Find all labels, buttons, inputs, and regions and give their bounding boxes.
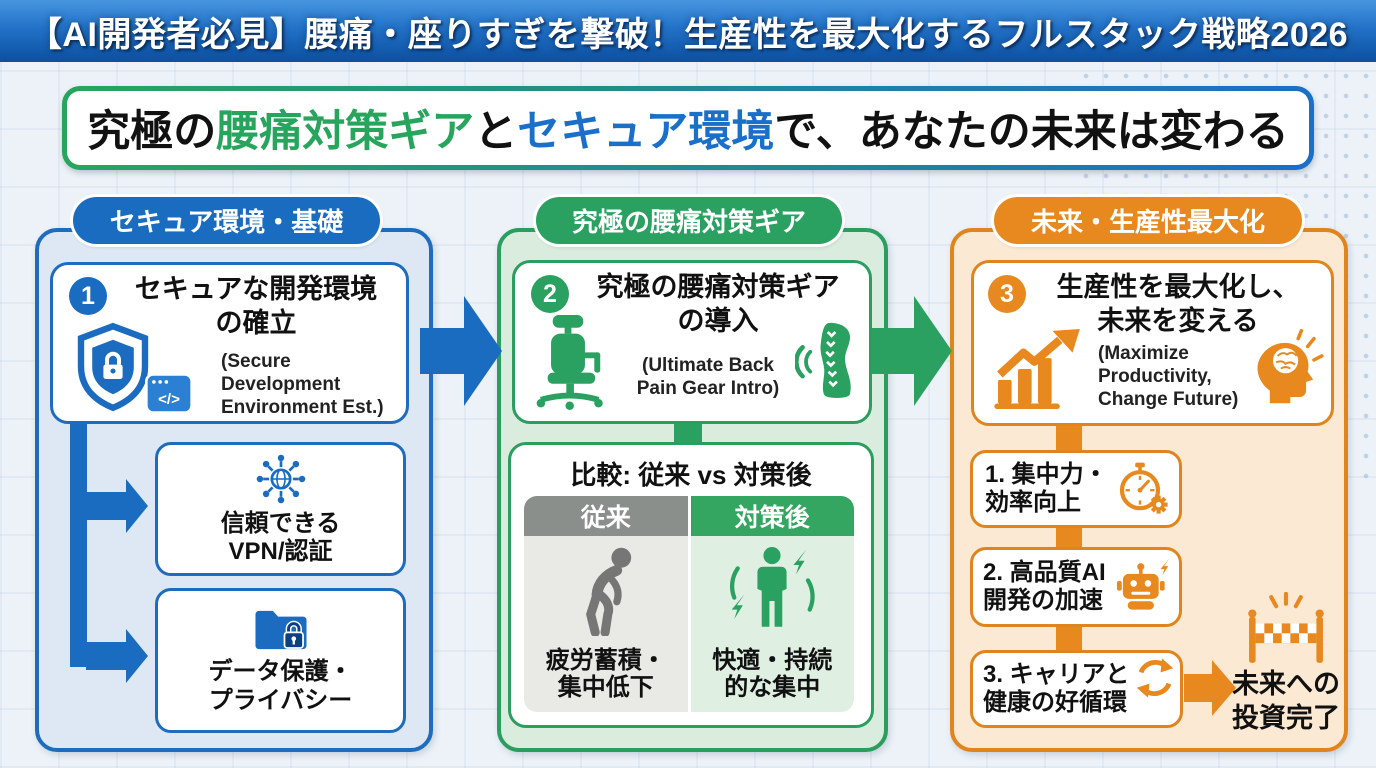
step1-subtitle: (Secure Development Environment Est.) [221, 351, 384, 418]
headline-seg1: 究極の [87, 108, 217, 156]
arrow-to-goal-head [1212, 660, 1236, 716]
shield-lock-icon [77, 322, 149, 412]
person-energized-icon [730, 547, 815, 627]
step3-card: 3 生産性を最大化し、 未来を変える (Maximize Productivit… [971, 260, 1334, 426]
comparison-before-header: 従来 [524, 496, 688, 536]
goal-label: 未来への 投資完了 [1232, 669, 1340, 733]
code-window-icon: </> [145, 373, 193, 414]
future-item2-card: 2. 高品質AI 開発の加速 [970, 547, 1182, 627]
comparison-after-cell: 快適・持続 的な集中 [690, 536, 854, 712]
future-item3-label: 3. キャリアと 健康の好循環 [983, 660, 1130, 716]
banner-title: 【AI開発者必見】腰痛・座りすぎを撃破！生産性を最大化するフルスタック戦略202… [27, 15, 1349, 54]
step1-number-badge: 1 [69, 277, 107, 315]
person-hunched-icon [585, 547, 631, 636]
growth-chart-icon [994, 329, 1080, 409]
folder-lock-icon [254, 611, 307, 650]
step3-number-badge: 3 [988, 275, 1026, 313]
column-secure-header: セキュア環境・基礎 [73, 197, 380, 244]
step2-subtitle: (Ultimate Back Pain Gear Intro) [636, 355, 780, 399]
step2-card: 2 究極の腰痛対策ギア の導入 (Ultimate Back Pain Gear… [512, 260, 872, 424]
headline-seg5: で、あなたの未来は変わる [774, 108, 1289, 156]
comparison-title: 比較: 従来 vs 対策後 [570, 460, 812, 490]
comparison-before-cell: 疲労蓄積・ 集中低下 [524, 536, 688, 712]
headline-seg2: 腰痛対策ギア [216, 108, 475, 156]
data-protection-label: データ保護・ プライバシー [208, 658, 353, 714]
secure-branch-line [70, 415, 87, 667]
network-icon [256, 454, 305, 503]
arrow-gear-to-future-head [914, 296, 952, 406]
data-protection-card: データ保護・ プライバシー [155, 588, 406, 733]
secure-branch1-arrow-bar [86, 492, 126, 520]
headline-box: 究極の腰痛対策ギアとセキュア環境で、あなたの未来は変わる [62, 86, 1314, 170]
head-brain-icon [1257, 328, 1324, 404]
future-connector-2 [1056, 526, 1082, 549]
future-item2-label: 2. 高品質AI 開発の加速 [983, 558, 1106, 614]
comparison-card: 比較: 従来 vs 対策後 従来 疲労蓄積・ 集中低下 [508, 442, 874, 728]
future-item3-card: 3. キャリアと 健康の好循環 [970, 650, 1183, 728]
arrow-secure-to-gear-bar [420, 328, 464, 374]
step3-title: 生産性を最大化し、 未来を変える [1056, 272, 1300, 336]
vpn-auth-label: 信頼できる VPN/認証 [220, 509, 341, 565]
secure-branch2-arrow-head [126, 629, 148, 683]
comparison-before-column: 従来 疲労蓄積・ 集中低下 [524, 496, 688, 712]
step1-title: セキュアな開発環境 の確立 [134, 274, 378, 338]
comparison-table: 従来 疲労蓄積・ 集中低下 対策後 [524, 496, 854, 712]
comparison-after-column: 対策後 快適・持続 的な集中 [690, 496, 854, 712]
headline-seg3: と [474, 108, 518, 156]
headline-seg4: セキュア環境 [517, 108, 775, 156]
finish-banner-icon [1248, 592, 1324, 663]
robot-icon [1116, 558, 1170, 610]
comparison-after-label: 快適・持続 的な集中 [712, 646, 833, 702]
top-banner: 【AI開発者必見】腰痛・座りすぎを撃破！生産性を最大化するフルスタック戦略202… [0, 0, 1376, 62]
step3-subtitle: (Maximize Productivity, Change Future) [1098, 343, 1239, 410]
arrow-secure-to-gear-head [464, 296, 502, 406]
step2-number-badge: 2 [531, 275, 569, 313]
future-connector-3 [1056, 625, 1082, 652]
cycle-arrows-icon [1136, 658, 1174, 698]
secure-branch2-arrow-bar [86, 642, 126, 670]
comparison-before-label: 疲労蓄積・ 集中低下 [545, 646, 666, 702]
future-item1-label: 1. 集中力・ 効率向上 [985, 460, 1108, 516]
step2-title: 究極の腰痛対策ギア の導入 [596, 272, 840, 336]
arrow-gear-to-future-bar [872, 328, 914, 374]
stopwatch-gear-icon [1119, 462, 1168, 514]
future-item1-card: 1. 集中力・ 効率向上 [970, 450, 1182, 528]
secure-branch1-arrow-head [126, 479, 148, 533]
step1-card: 1 セキュアな開発環境 の確立 (Secure Development Envi… [50, 262, 409, 424]
comparison-after-header: 対策後 [690, 496, 854, 536]
vpn-auth-card: 信頼できる VPN/認証 [155, 442, 406, 576]
arrow-to-goal-bar [1184, 674, 1212, 702]
column-future-header: 未来・生産性最大化 [994, 197, 1302, 244]
column-gear-header: 究極の腰痛対策ギア [536, 197, 842, 244]
code-glyph: </> [158, 391, 180, 408]
headline-text: 究極の腰痛対策ギアとセキュア環境で、あなたの未来は変わる [67, 91, 1309, 165]
ergonomic-chair-icon [536, 315, 603, 410]
spine-back-icon [795, 322, 851, 398]
